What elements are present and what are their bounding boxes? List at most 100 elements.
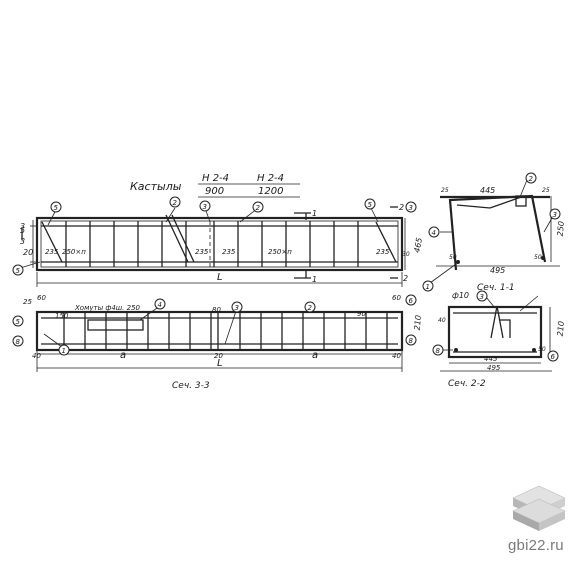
plan-dim-150: 150 [55, 312, 69, 320]
bubble-p1-label: 1 [62, 347, 66, 355]
bubble-s22-3 [476, 290, 488, 302]
bubble-e2b-label: 2 [256, 204, 261, 212]
elevation-diagonal-right [375, 221, 397, 263]
bubble-p1 [58, 344, 70, 356]
plan-dim-40-right: 40 [392, 352, 401, 360]
cut-1-top-label: 1 [312, 209, 317, 218]
elev-dim-250-right: 250×п [268, 248, 292, 256]
leader-e2 [165, 207, 176, 223]
bubble-s22-8-label: 8 [436, 347, 441, 355]
elev-dim-30: 30 [402, 251, 410, 258]
elevation-diagonal-mid-1 [165, 214, 189, 263]
s11-diag-a [456, 204, 491, 209]
plan-dim-60-right: 60 [392, 294, 401, 302]
bubble-s22-6-label: 6 [551, 353, 556, 361]
s11-rebar-left [456, 260, 460, 264]
bubble-e5-low-label: 5 [16, 267, 21, 275]
elevation-view: 235 250×п 235 235 250×п 235 20 5 465 30 … [12, 196, 424, 287]
bubble-s22-6 [547, 350, 559, 362]
plan-dim-210: 210 [413, 315, 423, 331]
plan-dim-80: 80 [212, 306, 221, 314]
title-len-a: 900 [205, 186, 224, 197]
plan-dim-20-mid: 20 [214, 352, 223, 360]
brand-text: gbi22.ru [508, 537, 564, 554]
bubble-e3-right-label: 3 [409, 204, 413, 212]
bubble-s22-3-label: 3 [480, 293, 484, 301]
s22-caption: Сеч. 2-2 [448, 379, 486, 389]
s11-dim-445: 445 [480, 186, 495, 195]
s11-bar-detail [515, 195, 527, 207]
title-block: Кастылы Н 2-4 Н 2-4 900 1200 [130, 173, 300, 198]
bubble-s11-3-label: 3 [553, 211, 557, 219]
s11-dim-50-left: 50 [449, 254, 457, 261]
cut-marker-2: 2 2 [390, 203, 408, 283]
plan-view: 25 60 150 Хомуты ф4ш. 250 80 90 60 210 4… [12, 294, 423, 391]
bubble-p8-left-label: 8 [16, 338, 21, 346]
cut-2-top-label: 2 [399, 203, 404, 212]
plan-dim-a-left: a [120, 350, 126, 361]
bubble-s11-2 [525, 172, 537, 184]
leader-s22-1 [519, 295, 539, 312]
s11-stirrup [448, 194, 547, 271]
bubble-p2 [304, 301, 316, 313]
leader-e5-left [47, 209, 57, 226]
bubble-e5-left-label: 5 [54, 204, 59, 212]
bubble-s11-3 [549, 208, 561, 220]
plan-clamp-note: Хомуты ф4ш. 250 [74, 304, 141, 312]
elevation-diagonal-mid-2 [171, 214, 195, 263]
bubble-s22-8 [432, 344, 444, 356]
title-label: Кастылы [130, 180, 182, 193]
brand-logo-icon [512, 485, 566, 531]
bubble-s11-4-label: 4 [432, 229, 436, 237]
s22-dim-495: 495 [487, 364, 501, 372]
leader-s11-2 [519, 179, 528, 198]
cut-3-top-label: 3 [20, 222, 25, 231]
elevation-outer-frame [35, 216, 404, 272]
bubble-e3 [199, 200, 211, 212]
bubble-p6 [405, 294, 417, 306]
bubble-p5-label: 5 [16, 318, 21, 326]
bubble-e3-label: 3 [203, 203, 207, 211]
s22-rebar-left [454, 348, 458, 352]
leader-p1 [43, 333, 63, 348]
bubble-e2b [252, 201, 264, 213]
s22-lifting-loop [490, 305, 504, 339]
s22-dim-40: 40 [438, 317, 446, 324]
leader-s22-3 [485, 296, 496, 309]
elev-dim-20: 20 [23, 248, 33, 257]
bubble-e5-low [12, 264, 24, 276]
plan-dim-a-right: a [312, 350, 318, 361]
title-mark-b: Н 2-4 [257, 173, 284, 184]
s11-dim-25-right: 25 [542, 187, 550, 194]
s22-dim-50: 50 [538, 346, 546, 353]
bubble-s11-4 [428, 226, 440, 238]
bubble-e5-right-label: 5 [368, 201, 373, 209]
elev-dim-235-mid-r: 235 [222, 248, 236, 256]
cut-marker-3: 3 3 [20, 222, 25, 246]
cut-3-bot-label: 3 [20, 237, 25, 246]
plan-stirrups [63, 312, 388, 350]
bubble-e5-left [50, 201, 62, 213]
plan-dim-25: 25 [23, 298, 32, 306]
s11-dim-495: 495 [490, 266, 505, 275]
elev-dim-250-left: 250×п [62, 248, 86, 256]
bubble-p4 [154, 298, 166, 310]
elev-dim-235-mid-l: 235 [195, 248, 209, 256]
plan-clamp [87, 319, 144, 331]
plan-outer-frame [35, 310, 404, 352]
elevation-stirrups [65, 221, 359, 267]
section-1-1: 445 25 25 250 50 50 495 Сеч. 1-1 2 4 1 3 [422, 172, 566, 293]
bubble-p4-label: 4 [158, 301, 162, 309]
bubble-p8-right-label: 8 [409, 337, 414, 345]
s11-rebar-right [541, 256, 545, 260]
bubble-s11-2-label: 2 [529, 175, 534, 183]
elevation-inner-frame [40, 220, 399, 268]
cut-2-bot-label: 2 [403, 274, 408, 283]
s22-rebar-right [532, 348, 536, 352]
leader-p3 [224, 307, 238, 345]
leader-s11-1 [429, 263, 457, 284]
leader-e5-low [19, 261, 41, 269]
s22-dim-445: 445 [484, 355, 498, 363]
bubble-p2-label: 2 [308, 304, 313, 312]
